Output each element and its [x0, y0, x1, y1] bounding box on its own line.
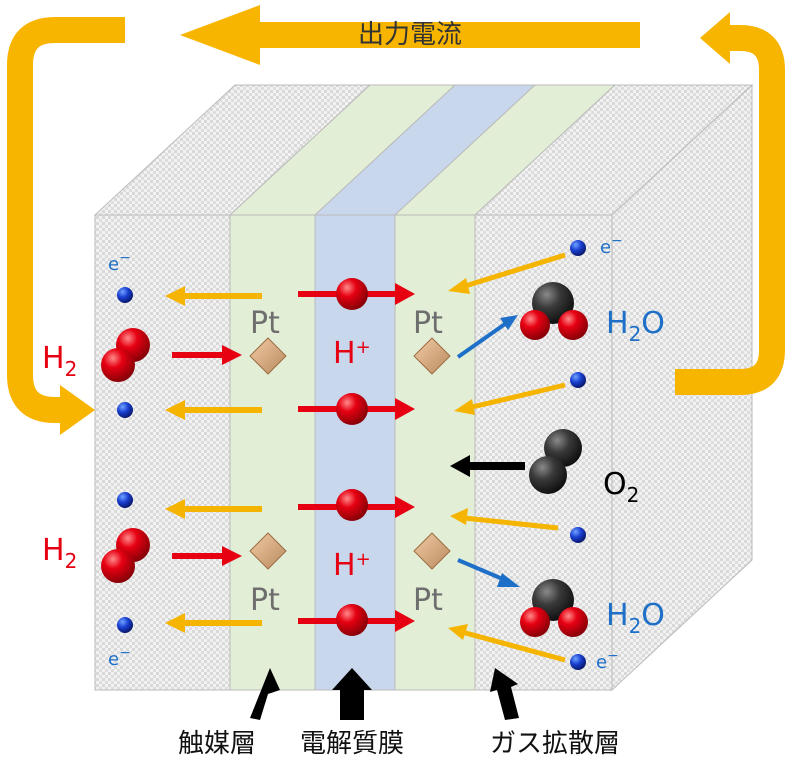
electron-label: e−: [596, 648, 619, 673]
electron-dot: [117, 492, 133, 508]
current-arrow-top: [180, 5, 640, 65]
proton: [336, 393, 368, 425]
h2-label: H2: [42, 341, 77, 381]
membrane-label: 電解質膜: [300, 729, 404, 759]
h2-molecule: [101, 528, 150, 583]
hydrogen-arrows: [172, 345, 242, 566]
pt-label: Pt: [250, 583, 280, 618]
proton: [336, 278, 368, 310]
o2-label: O2: [603, 467, 639, 507]
oxygen-arrow: [450, 455, 525, 477]
hplus-label: H+: [333, 336, 371, 371]
h2-label: H2: [42, 533, 77, 573]
current-arrow-left: [7, 17, 125, 423]
h2o-label: H2O: [606, 598, 665, 638]
catalyst-layer-label: 触媒層: [178, 729, 256, 759]
current-arrow-right: [675, 25, 785, 395]
proton: [336, 489, 368, 521]
electron-dot: [117, 617, 133, 633]
electron-dot: [117, 287, 133, 303]
electron-dot: [117, 402, 133, 418]
current-loop-arrow: [7, 5, 785, 435]
electron-dot: [570, 372, 586, 388]
h2o-molecule: [520, 282, 588, 340]
output-current-label: 出力電流: [358, 20, 462, 50]
electron-dot: [570, 240, 586, 256]
pt-label: Pt: [413, 306, 443, 341]
proton-balls: [336, 278, 368, 636]
pt-label: Pt: [413, 583, 443, 618]
electron-dot: [570, 654, 586, 670]
hplus-label: H+: [333, 548, 371, 583]
electron-arrows-anode: [165, 286, 262, 633]
slab-top: [93, 84, 754, 216]
h2o-label: H2O: [606, 306, 665, 346]
pt-crystal: [249, 337, 451, 570]
h2o-molecule: [520, 579, 588, 637]
pointer-arrows: [250, 668, 519, 720]
electrons-anode: [117, 287, 133, 633]
water-arrows: [456, 315, 520, 587]
electron-label: e−: [600, 233, 623, 258]
electron-label: e−: [108, 250, 131, 275]
pt-label: Pt: [250, 306, 280, 341]
proton: [336, 604, 368, 636]
electron-arrows-cathode: [448, 252, 566, 663]
gas-diffusion-layer-label: ガス拡散層: [490, 729, 620, 759]
h2-molecule: [101, 328, 150, 382]
electron-dot: [570, 527, 586, 543]
o2-molecule: [529, 429, 582, 494]
electrons-cathode: [570, 240, 586, 670]
electron-label: e−: [108, 645, 131, 670]
